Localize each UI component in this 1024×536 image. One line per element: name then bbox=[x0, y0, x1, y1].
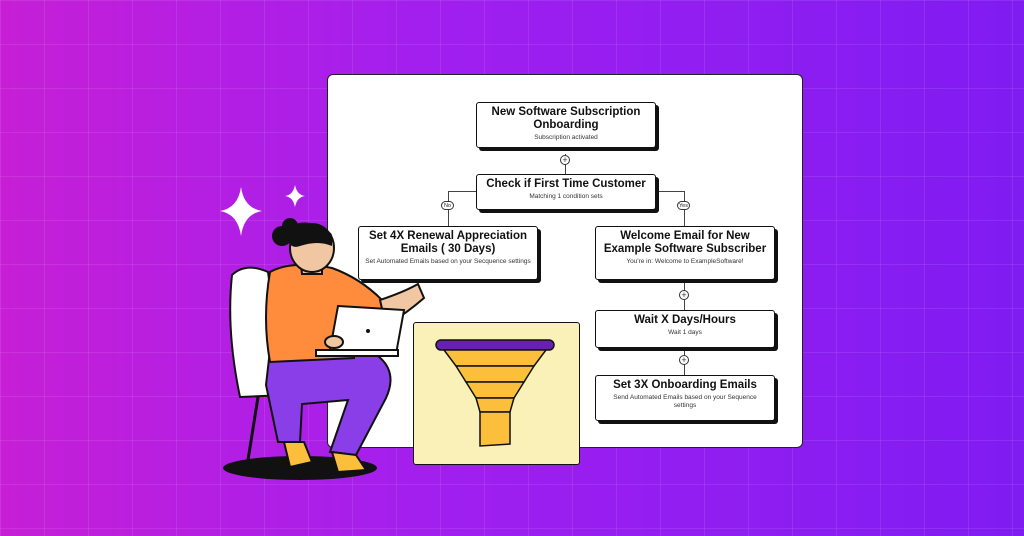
node-title: New Software Subscription Onboarding bbox=[491, 106, 641, 131]
node-title: Check if First Time Customer bbox=[486, 178, 646, 190]
plus-icon[interactable]: + bbox=[679, 355, 689, 365]
branch-yes-label: Yes bbox=[677, 201, 690, 210]
node-subtitle: You're in: Welcome to ExampleSoftware! bbox=[626, 258, 744, 265]
node-title: Wait X Days/Hours bbox=[634, 314, 736, 326]
node-renewal-emails[interactable]: Set 4X Renewal Appreciation Emails ( 30 … bbox=[358, 226, 538, 280]
sparkle-icon bbox=[285, 185, 305, 207]
node-subtitle: Send Automated Emails based on your Sequ… bbox=[613, 394, 757, 409]
sparkle-icon bbox=[220, 187, 262, 236]
node-title: Welcome Email for New Example Software S… bbox=[603, 230, 767, 255]
branch-no-label: No bbox=[441, 201, 454, 210]
plus-icon[interactable]: + bbox=[679, 290, 689, 300]
node-check-first-time[interactable]: Check if First Time Customer Matching 1 … bbox=[476, 174, 656, 210]
laptop-icon bbox=[315, 304, 406, 357]
node-subtitle: Matching 1 condition sets bbox=[529, 193, 603, 200]
node-title: Set 3X Onboarding Emails bbox=[613, 379, 757, 391]
node-subscription-onboarding[interactable]: New Software Subscription Onboarding Sub… bbox=[476, 102, 656, 148]
node-wait[interactable]: Wait X Days/Hours Wait 1 days bbox=[595, 310, 775, 348]
node-onboarding-emails[interactable]: Set 3X Onboarding Emails Send Automated … bbox=[595, 375, 775, 421]
node-subtitle: Wait 1 days bbox=[668, 329, 702, 336]
node-title: Set 4X Renewal Appreciation Emails ( 30 … bbox=[368, 230, 528, 255]
node-subtitle: Set Automated Emails based on your Secqu… bbox=[365, 258, 531, 265]
plus-icon[interactable]: + bbox=[560, 155, 570, 165]
node-subtitle: Subscription activated bbox=[534, 134, 598, 141]
node-welcome-email[interactable]: Welcome Email for New Example Software S… bbox=[595, 226, 775, 280]
